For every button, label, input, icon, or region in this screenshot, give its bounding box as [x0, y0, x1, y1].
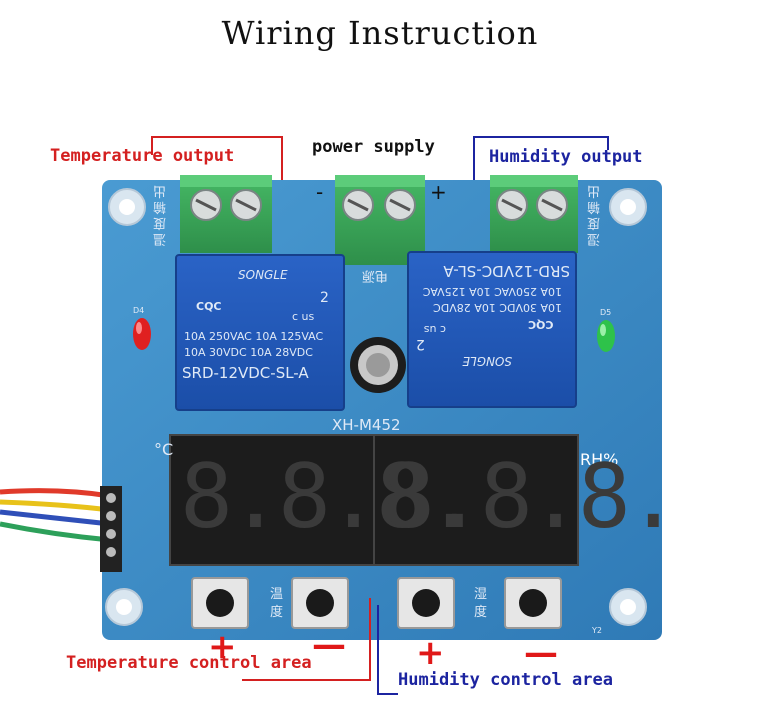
- display-left-digits: 8.8.8.: [180, 445, 478, 548]
- relay-left-rating-1: 10A 250VAC 10A 125VAC: [184, 330, 324, 343]
- led-left-label: D4: [133, 306, 145, 315]
- relay-left-us: c us: [292, 310, 315, 323]
- capacitor: [350, 337, 406, 393]
- button-hum-minus: [504, 577, 562, 629]
- hum-minus-sign: —: [524, 633, 558, 673]
- relay-right: [407, 251, 577, 408]
- led-green: [597, 320, 615, 352]
- celsius-label: °C: [154, 440, 174, 459]
- relay-right-num: 2: [416, 336, 425, 352]
- relay-right-cert: CQC: [528, 318, 554, 331]
- humidity-control-area-label: Humidity control area: [398, 670, 613, 690]
- power-minus-sign: -: [316, 180, 324, 204]
- relay-right-brand: SONGLE: [462, 354, 512, 368]
- hum-output-cn-label: 湿度输出: [586, 183, 600, 246]
- relay-left-cert: CQC: [196, 300, 222, 313]
- power-plus-sign: +: [430, 180, 447, 204]
- relay-left-rating-2: 10A 30VDC 10A 28VDC: [184, 346, 313, 359]
- temp-plus-sign: +: [208, 627, 237, 667]
- relay-right-rating-2: 10A 30VDC 10A 28VDC: [433, 301, 562, 314]
- temperature-output-label: Temperature output: [50, 146, 235, 166]
- led-right-label: D5: [600, 308, 612, 317]
- temp-minus-sign: —: [312, 625, 346, 665]
- display-right-digits: 8.8.8.: [382, 445, 680, 548]
- callout-humidity-output: [473, 136, 609, 180]
- relay-right-rating-1: 10A 250VAC 10A 125VAC: [422, 285, 562, 298]
- callout-temperature-output: [151, 136, 283, 180]
- relay-left-brand: SONGLE: [238, 268, 288, 282]
- mounting-holes: [105, 188, 647, 626]
- pin-header: [100, 486, 122, 572]
- power-supply-label: power supply: [312, 137, 435, 157]
- relay-right-model: SRD-12VDC-SL-A: [443, 262, 570, 280]
- humidity-output-label: Humidity output: [489, 147, 643, 167]
- button-hum-plus: [397, 577, 455, 629]
- temp-output-cn-label: 温度输出: [152, 183, 166, 246]
- relay-left: [175, 254, 345, 411]
- led-red: [133, 318, 151, 350]
- model-label: XH-M452: [332, 416, 401, 434]
- callout-temperature-control: [242, 598, 371, 681]
- callout-humidity-control: [377, 605, 398, 695]
- terminal-temperature: [180, 175, 272, 253]
- relay-right-us: c us: [423, 323, 446, 336]
- diagram-title: Wiring Instruction: [221, 14, 539, 52]
- hum-button-cn-label: 湿度: [474, 587, 488, 620]
- terminal-power: [335, 175, 425, 265]
- temperature-control-area-label: Temperature control area: [66, 653, 312, 673]
- button-temp-plus: [191, 577, 249, 629]
- relay-left-model: SRD-12VDC-SL-A: [182, 364, 309, 382]
- relay-left-num: 2: [320, 290, 329, 306]
- rh-label: RH%: [580, 450, 619, 469]
- hum-plus-sign: +: [416, 633, 445, 673]
- y2-label: Y2: [592, 626, 602, 635]
- terminal-humidity: [490, 175, 578, 253]
- button-temp-minus: [291, 577, 349, 629]
- sensor-wires: [0, 488, 111, 543]
- temp-button-cn-label: 温度: [270, 587, 284, 620]
- power-cn-label: 电源: [362, 268, 389, 283]
